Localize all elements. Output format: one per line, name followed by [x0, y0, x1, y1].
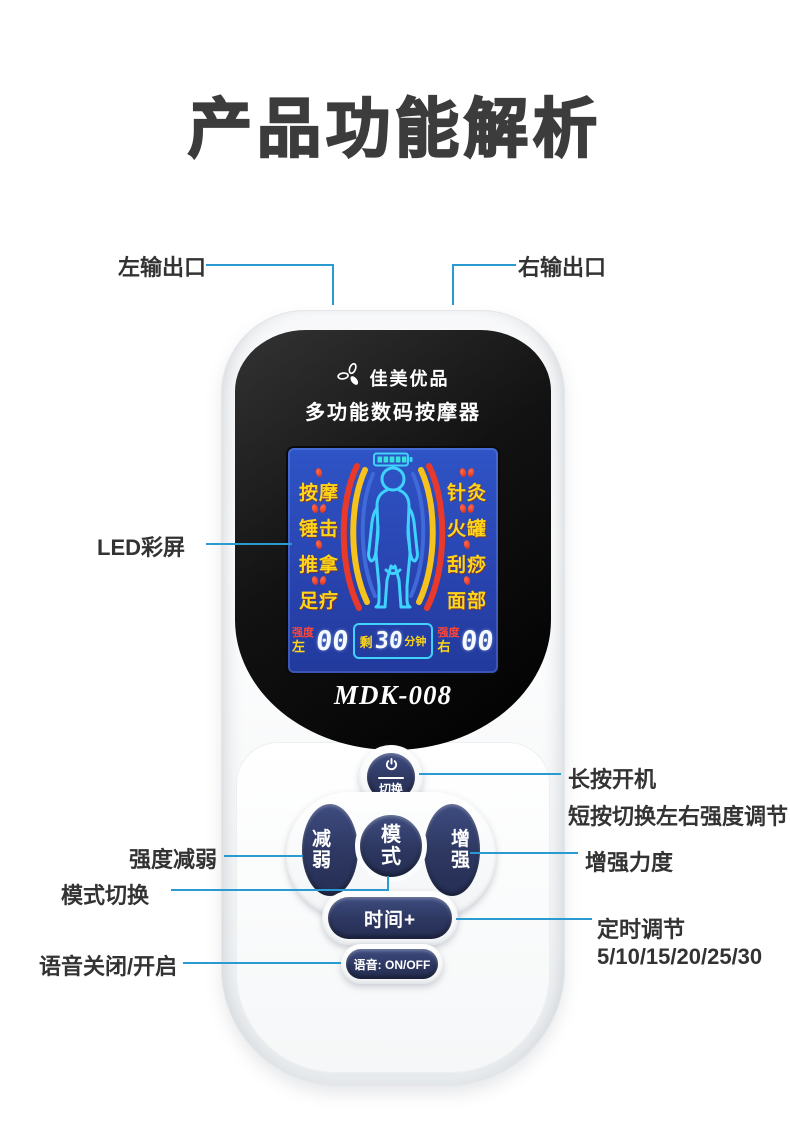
decrease-button: 减弱 [302, 804, 358, 896]
callout-led-screen: LED彩屏 [97, 535, 186, 560]
acupuncture-icon [459, 467, 475, 478]
massage-icon [315, 467, 323, 478]
device-subtitle: 多功能数码按摩器 [305, 402, 481, 424]
callout-voice: 语音关闭/开启 [39, 954, 178, 979]
callout-line-increase [470, 852, 578, 854]
mode-face: 面部 [440, 575, 494, 613]
callout-line-power [419, 773, 561, 775]
led-color-screen: 按摩 锤击 推拿 足疗 [288, 448, 498, 673]
callout-line-led-screen [206, 543, 292, 545]
callout-timer-options: 5/10/15/20/25/30 [597, 944, 763, 969]
mode-hammer: 锤击 [292, 503, 346, 541]
callout-line-left-output [206, 264, 334, 266]
mode-foot-therapy: 足疗 [292, 575, 346, 613]
intensity-right-display: 强度 右 00 [437, 625, 496, 657]
fan-logo-icon [336, 362, 363, 393]
foot-therapy-icon [311, 575, 327, 586]
mode-cupping: 火罐 [440, 503, 494, 541]
callout-power-long-press: 长按开机 [568, 767, 657, 792]
callout-line-mode-riser [387, 876, 389, 891]
human-body-icon [334, 462, 452, 617]
mode-guasha: 刮痧 [440, 539, 494, 577]
mode-tuina: 推拿 [292, 539, 346, 577]
power-icon [385, 757, 398, 776]
callout-line-voice [183, 962, 341, 964]
increase-button: 增强 [424, 804, 480, 896]
callout-line-timer [456, 918, 592, 920]
callout-decrease: 强度减弱 [129, 847, 218, 872]
mode-massage: 按摩 [292, 467, 346, 505]
hammer-icon [311, 503, 327, 514]
brand-name: 佳美优品 [369, 368, 450, 389]
callout-timer: 定时调节 [597, 917, 686, 942]
callout-mode-switch: 模式切换 [61, 883, 150, 908]
intensity-left-display: 强度 左 00 [292, 625, 350, 657]
intensity-right-value: 00 [460, 625, 496, 657]
callout-line-decrease [224, 855, 303, 857]
callout-line-right-output-drop [452, 264, 454, 305]
time-plus-button: 时间+ [328, 897, 452, 939]
callout-line-right-output [452, 264, 516, 266]
cupping-icon [459, 503, 475, 514]
page-title: 产品功能解析 [187, 92, 602, 166]
callout-line-mode [171, 889, 389, 891]
callout-line-left-output-drop [332, 264, 334, 305]
callout-left-output: 左输出口 [118, 255, 207, 280]
battery-icon [373, 452, 413, 472]
callout-power-short-press: 短按切换左右强度调节 [568, 804, 789, 829]
device-black-panel: 佳美优品 多功能数码按摩器 [235, 330, 551, 750]
callout-increase: 增强力度 [585, 850, 674, 875]
remaining-time-display: 剩 30 分钟 [352, 623, 434, 659]
model-number: MDK-008 [333, 680, 452, 710]
mode-acupuncture: 针灸 [440, 467, 494, 505]
callout-right-output: 右输出口 [518, 255, 607, 280]
tuina-icon [315, 539, 323, 550]
remaining-minutes: 30 [373, 628, 404, 654]
power-button-divider [378, 776, 404, 779]
face-icon [463, 575, 471, 586]
guasha-icon [463, 539, 471, 550]
voice-onoff-button: 语音: ON/OFF [346, 949, 438, 979]
intensity-left-value: 00 [314, 625, 350, 657]
mode-button: 模式 [355, 810, 427, 882]
